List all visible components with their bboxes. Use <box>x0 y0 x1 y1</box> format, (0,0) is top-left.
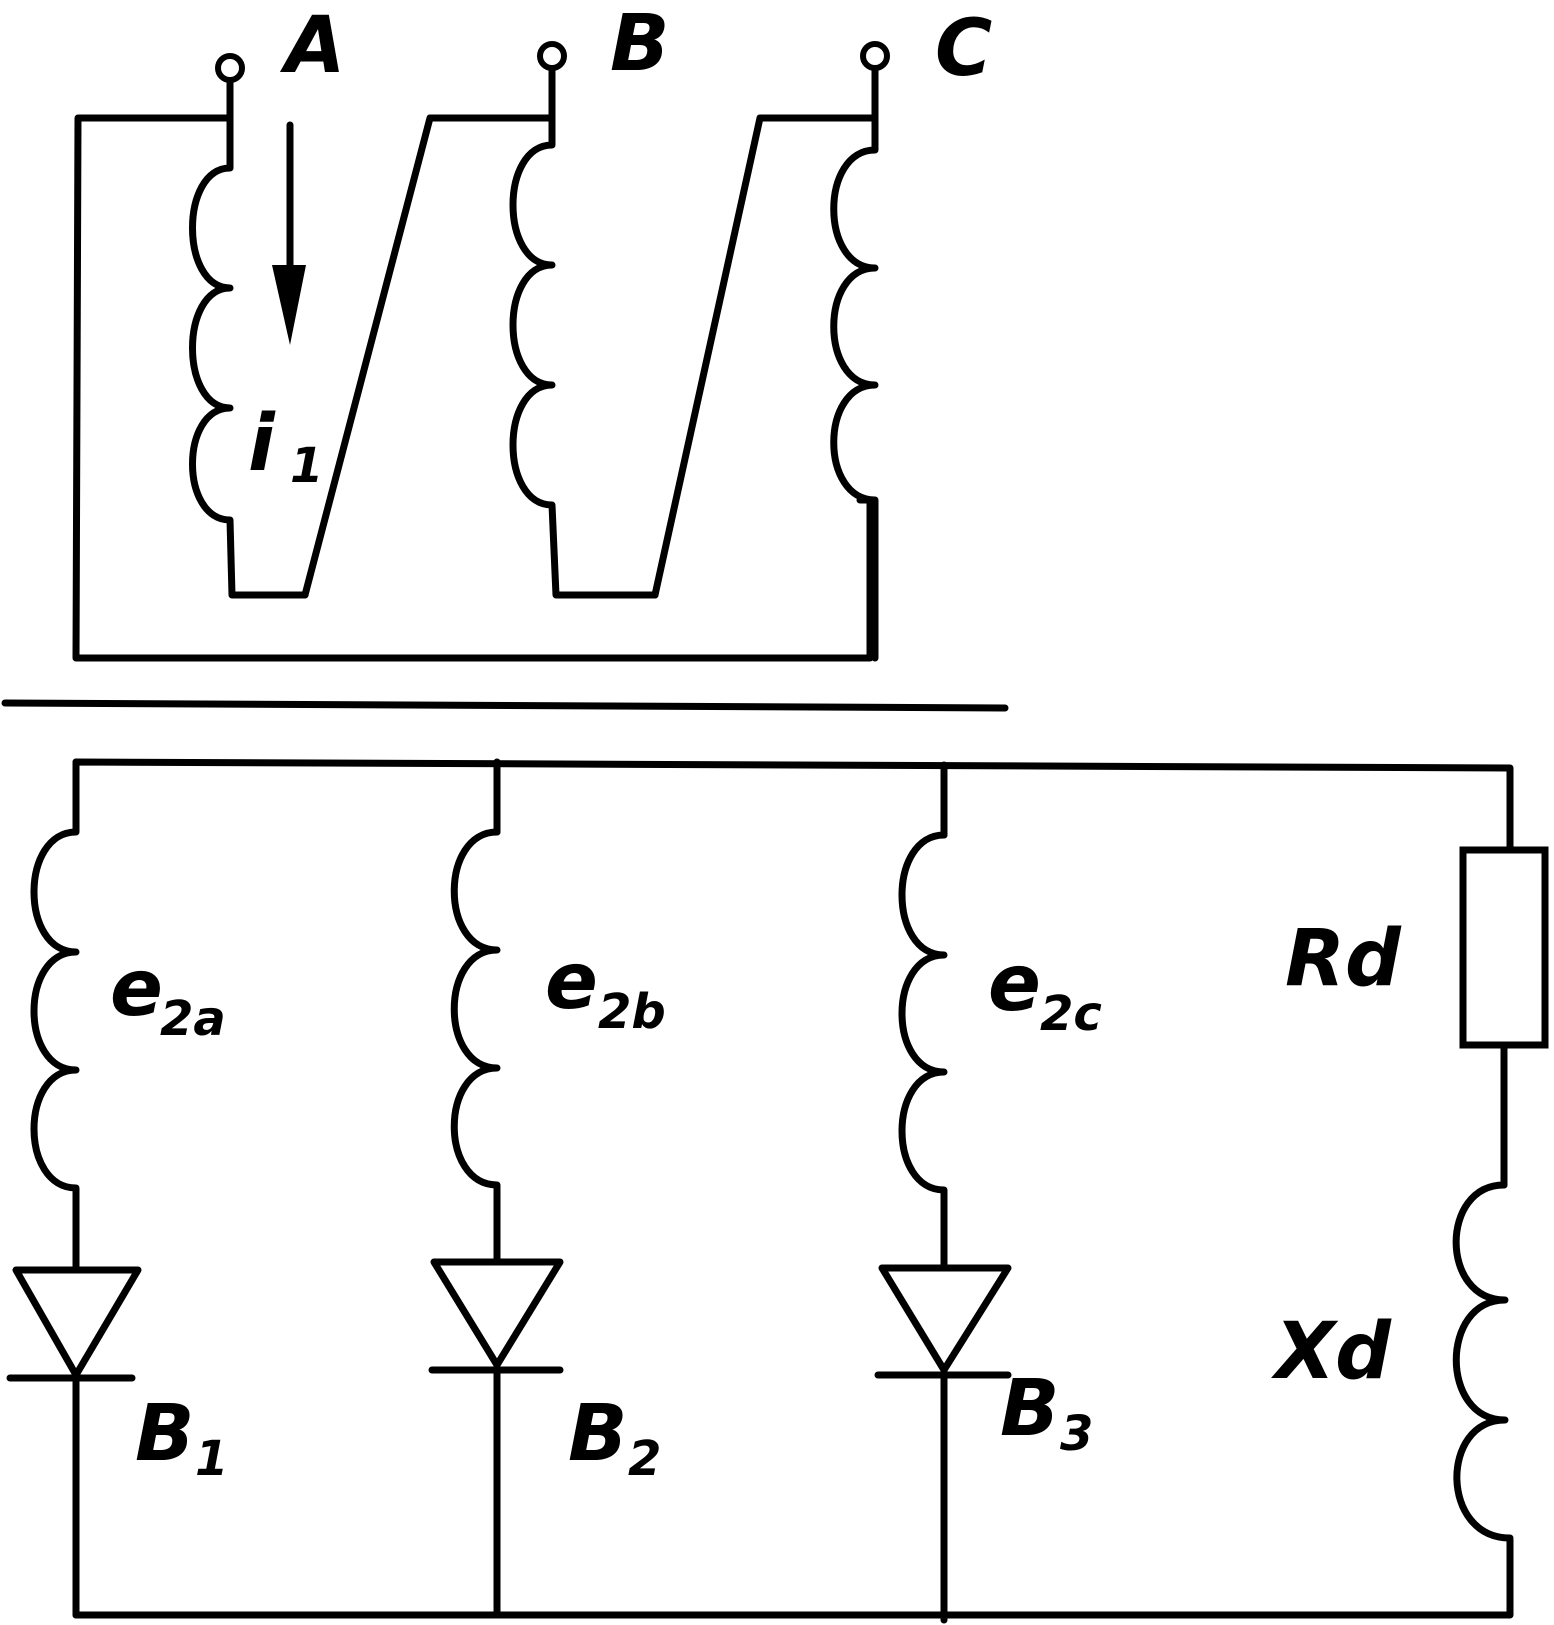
winding-a-sub: 2a <box>160 991 226 1047</box>
terminal-b <box>537 41 567 71</box>
diode-b1-label: B <box>135 1389 194 1479</box>
delta-link-ab <box>301 114 556 599</box>
winding-c-label: e <box>988 939 1041 1029</box>
load-resistor <box>1459 846 1549 1049</box>
terminal-c <box>860 41 890 71</box>
diode-b2 <box>430 1258 564 1369</box>
diode-b3-sub: 3 <box>1060 1406 1093 1462</box>
core-separator-line <box>1 699 1009 712</box>
bottom-bus <box>72 1376 1514 1619</box>
current-arrow-head <box>272 265 306 345</box>
winding-b-label: e <box>545 937 598 1027</box>
terminal-c-label: C <box>935 4 992 94</box>
load-reactor-coil <box>1452 1181 1514 1542</box>
diode-b3-label: B <box>1000 1364 1059 1454</box>
winding-a-label: e <box>110 944 163 1034</box>
coil-secondary-b <box>450 828 501 1266</box>
coil-secondary-a <box>30 758 80 1274</box>
current-label-sub: 1 <box>290 438 323 494</box>
coil-secondary-c <box>898 831 948 1272</box>
terminal-a-label: A <box>279 1 345 91</box>
diode-b1 <box>12 1266 142 1379</box>
winding-b-sub: 2b <box>598 984 666 1040</box>
load-reactor-label: Xd <box>1271 1307 1392 1397</box>
terminal-b-label: B <box>610 0 669 89</box>
top-bus <box>72 758 1514 854</box>
diode-b2-sub: 2 <box>628 1431 661 1487</box>
load-resistor-label: Rd <box>1285 914 1402 1004</box>
coil-phase-b <box>509 114 659 599</box>
secondary-circuit <box>6 758 1549 1624</box>
winding-c-sub: 2c <box>1040 986 1102 1042</box>
coil-phase-a <box>189 114 309 599</box>
diode-b3 <box>878 1264 1012 1374</box>
diode-b1-sub: 1 <box>195 1431 228 1487</box>
diode-b2-label: B <box>568 1389 627 1479</box>
terminal-a <box>215 53 245 83</box>
delta-link-bc <box>651 114 879 599</box>
primary-delta-winding <box>72 41 890 662</box>
current-label: i <box>248 399 276 489</box>
coil-phase-c <box>830 114 879 662</box>
